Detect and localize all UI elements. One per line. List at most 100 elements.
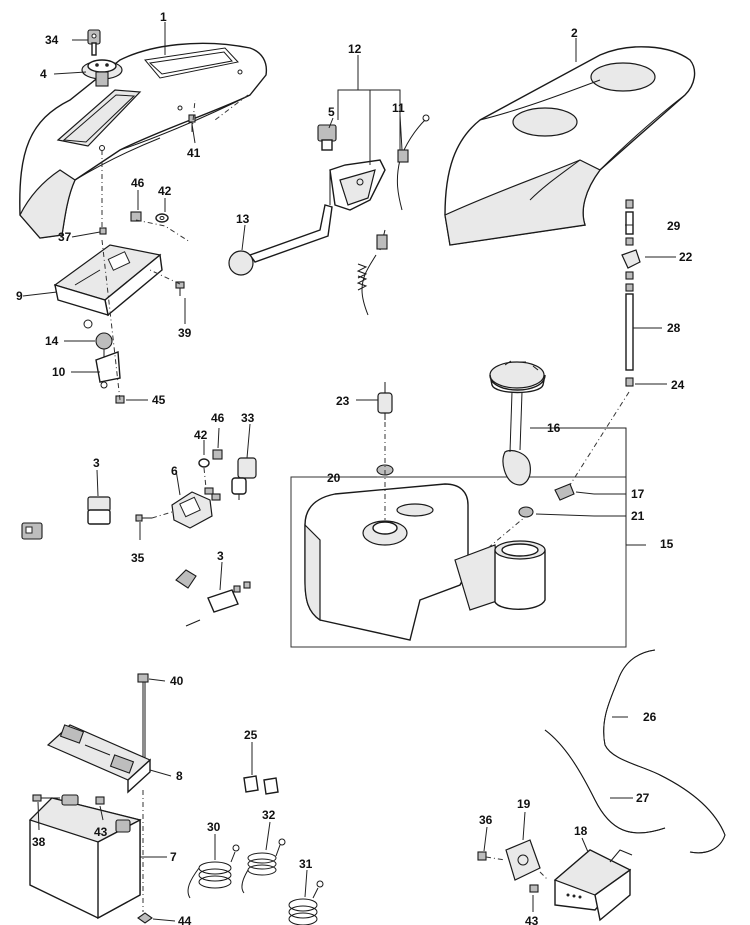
callout-36: 36 xyxy=(479,813,493,827)
callout-17: 17 xyxy=(631,487,645,501)
callout-44: 44 xyxy=(178,914,192,925)
callout-18: 18 xyxy=(574,824,588,838)
callout-45: 45 xyxy=(152,393,166,407)
part-46-nut-b xyxy=(212,449,223,460)
part-17-fitting xyxy=(554,483,575,501)
part-connector-loose xyxy=(21,522,43,540)
part-20-fuel-tank xyxy=(304,483,546,641)
callout-43a: 43 xyxy=(94,825,108,839)
callout-42a: 42 xyxy=(158,184,172,198)
callout-35: 35 xyxy=(131,551,145,565)
part-46-nut-a xyxy=(130,211,142,222)
callout-20: 20 xyxy=(327,471,341,485)
callout-4: 4 xyxy=(40,67,47,81)
part-1-console-cover xyxy=(19,42,268,239)
part-35-screw xyxy=(135,514,152,522)
callout-39: 39 xyxy=(178,326,192,340)
part-16-fuel-cap xyxy=(489,360,546,486)
callout-5: 5 xyxy=(328,105,335,119)
part-25-clips xyxy=(243,775,279,795)
callout-15: 15 xyxy=(660,537,674,551)
part-29-hose xyxy=(625,199,634,235)
callout-9: 9 xyxy=(16,289,23,303)
part-23-filter xyxy=(377,382,393,420)
part-34-key xyxy=(87,29,101,56)
callout-6: 6 xyxy=(171,464,178,478)
callout-3b: 3 xyxy=(217,549,224,563)
callout-13: 13 xyxy=(236,212,250,226)
part-11-cable xyxy=(356,114,430,316)
callout-3a: 3 xyxy=(93,456,100,470)
part-10-lever xyxy=(95,351,121,389)
callout-27: 27 xyxy=(636,791,650,805)
callout-12: 12 xyxy=(348,42,362,56)
callout-34: 34 xyxy=(45,33,59,47)
callout-2: 2 xyxy=(571,26,578,40)
callout-42b: 42 xyxy=(194,428,208,442)
callout-11: 11 xyxy=(392,101,405,115)
callout-28: 28 xyxy=(667,321,681,335)
part-39-bolt xyxy=(175,281,185,296)
callout-46b: 46 xyxy=(211,411,225,425)
part-27-hose xyxy=(544,729,726,854)
part-12-throttle-assembly xyxy=(329,159,386,211)
callout-7: 7 xyxy=(170,850,177,864)
part-2-fender-cover xyxy=(444,46,696,246)
callout-14: 14 xyxy=(45,334,59,348)
part-3-connector-a xyxy=(87,496,111,525)
callout-30: 30 xyxy=(207,820,221,834)
callout-37: 37 xyxy=(58,230,72,244)
callout-8: 8 xyxy=(176,769,183,783)
part-37-screw xyxy=(99,227,107,235)
part-40-rod xyxy=(137,673,149,760)
part-43-nut-a xyxy=(95,796,105,805)
part-21-grommet xyxy=(518,506,534,518)
part-44-nut xyxy=(137,912,153,924)
part-6-switch xyxy=(171,491,213,529)
callout-38: 38 xyxy=(32,835,46,849)
part-18-canister xyxy=(553,849,633,922)
callout-19: 19 xyxy=(517,797,531,811)
part-22-valve xyxy=(621,237,641,280)
part-13-throttle-lever xyxy=(228,204,333,276)
callout-41: 41 xyxy=(187,146,201,160)
callout-26: 26 xyxy=(643,710,657,724)
part-42-washer-b xyxy=(198,458,210,468)
callout-24: 24 xyxy=(671,378,685,392)
callout-16: 16 xyxy=(547,421,561,435)
part-28-hose xyxy=(625,283,634,371)
fuel-tank-group-box xyxy=(290,476,627,648)
part-30-cable xyxy=(187,844,240,899)
callout-46a: 46 xyxy=(131,176,145,190)
callout-21: 21 xyxy=(631,509,645,523)
part-31-cable xyxy=(288,880,324,925)
callout-40: 40 xyxy=(170,674,184,688)
callout-43b: 43 xyxy=(525,914,539,925)
callout-10: 10 xyxy=(52,365,66,379)
callout-1: 1 xyxy=(160,10,167,24)
part-8-battery-holder xyxy=(46,724,152,794)
callout-22: 22 xyxy=(679,250,693,264)
part-7-battery xyxy=(28,794,142,920)
part-9-bracket xyxy=(53,244,163,329)
callout-23: 23 xyxy=(336,394,350,408)
part-36-screw xyxy=(477,851,487,861)
part-5-switch xyxy=(317,124,337,151)
part-38-screw xyxy=(32,794,60,802)
part-4-ignition-switch xyxy=(81,59,123,87)
callout-32: 32 xyxy=(262,808,276,822)
part-19-bracket xyxy=(505,839,541,881)
callout-31: 31 xyxy=(299,857,313,871)
part-26-hose xyxy=(603,649,661,776)
callout-33: 33 xyxy=(241,411,255,425)
callout-29: 29 xyxy=(667,219,681,233)
callout-labels: 1 2 34 4 12 5 11 41 46 42 13 37 9 39 14 … xyxy=(16,10,693,925)
part-32-cable xyxy=(241,838,286,894)
part-33-solenoid xyxy=(231,457,257,500)
callout-25: 25 xyxy=(244,728,258,742)
part-43-nut-b xyxy=(529,884,539,893)
part-3-connector-b xyxy=(175,569,251,627)
leader-lines xyxy=(22,22,676,922)
part-24-clamp xyxy=(625,377,634,387)
